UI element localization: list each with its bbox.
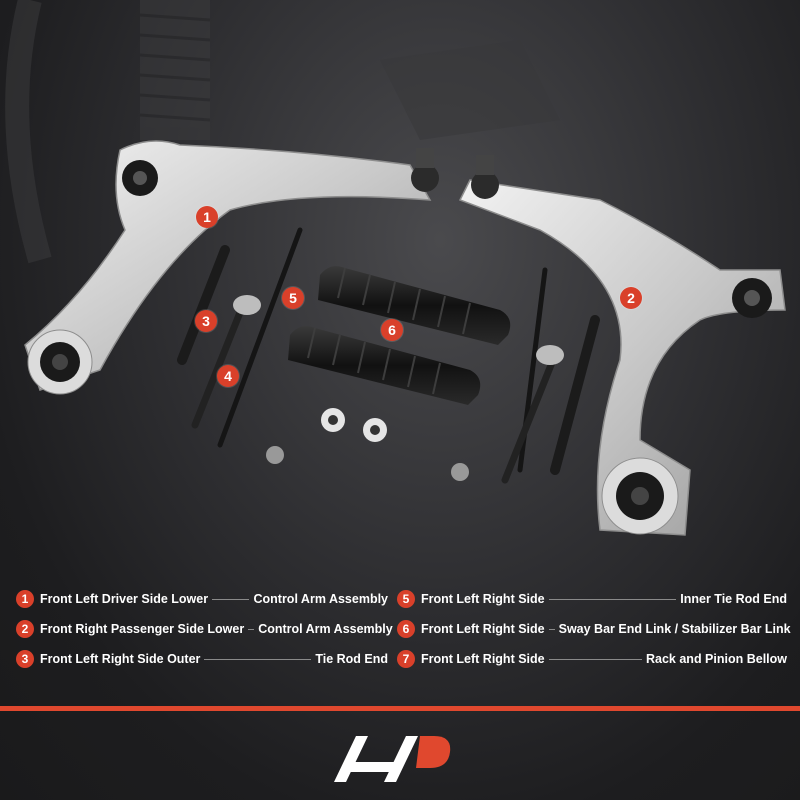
legend-row-3: 3 Front Left Right Side Outer Tie Rod En…	[16, 649, 388, 669]
parts-legend: 1 Front Left Driver Side Lower Control A…	[0, 586, 800, 686]
legend-divider	[248, 628, 255, 630]
legend-value-7: Rack and Pinion Bellow	[646, 652, 787, 666]
legend-row-1: 1 Front Left Driver Side Lower Control A…	[16, 589, 388, 609]
legend-value-3: Tie Rod End	[315, 652, 388, 666]
legend-row-7: 7 Front Left Right Side Rack and Pinion …	[397, 649, 787, 669]
legend-num-3: 3	[16, 650, 34, 668]
callout-4: 4	[217, 365, 239, 387]
callout-5: 5	[282, 287, 304, 309]
legend-label-3: Front Left Right Side Outer	[40, 652, 201, 666]
legend-row-6: 6 Front Left Right Side Sway Bar End Lin…	[397, 619, 791, 639]
legend-label-5: Front Left Right Side	[421, 592, 545, 606]
legend-value-6: Sway Bar End Link / Stabilizer Bar Link	[558, 622, 791, 636]
legend-value-1: Control Arm Assembly	[253, 592, 388, 606]
callout-3: 3	[195, 310, 217, 332]
a-premium-logo-icon	[334, 736, 451, 782]
legend-divider	[212, 598, 250, 600]
legend-num-1: 1	[16, 590, 34, 608]
legend-value-2: Control Arm Assembly	[258, 622, 393, 636]
tie-rods	[177, 227, 600, 484]
suspension-kit-photo	[5, 0, 786, 536]
legend-value-5: Inner Tie Rod End	[680, 592, 787, 606]
legend-num-2: 2	[16, 620, 34, 638]
legend-label-6: Front Left Right Side	[421, 622, 545, 636]
legend-divider	[204, 658, 312, 660]
callout-1: 1	[196, 206, 218, 228]
legend-label-2: Front Right Passenger Side Lower	[40, 622, 245, 636]
callout-6: 6	[381, 319, 403, 341]
background-strut	[5, 0, 560, 264]
legend-divider	[548, 598, 677, 600]
rack-and-pinion-bellows	[288, 266, 511, 442]
control-arm-left	[24, 140, 439, 395]
legend-row-2: 2 Front Right Passenger Side Lower Contr…	[16, 619, 393, 639]
legend-num-5: 5	[397, 590, 415, 608]
legend-divider	[548, 658, 642, 660]
legend-divider	[548, 628, 555, 630]
control-arm-right	[458, 155, 786, 536]
legend-row-5: 5 Front Left Right Side Inner Tie Rod En…	[397, 589, 787, 609]
legend-label-1: Front Left Driver Side Lower	[40, 592, 209, 606]
legend-label-7: Front Left Right Side	[421, 652, 545, 666]
callout-2: 2	[620, 287, 642, 309]
accent-bar	[0, 706, 800, 711]
legend-num-6: 6	[397, 620, 415, 638]
legend-num-7: 7	[397, 650, 415, 668]
